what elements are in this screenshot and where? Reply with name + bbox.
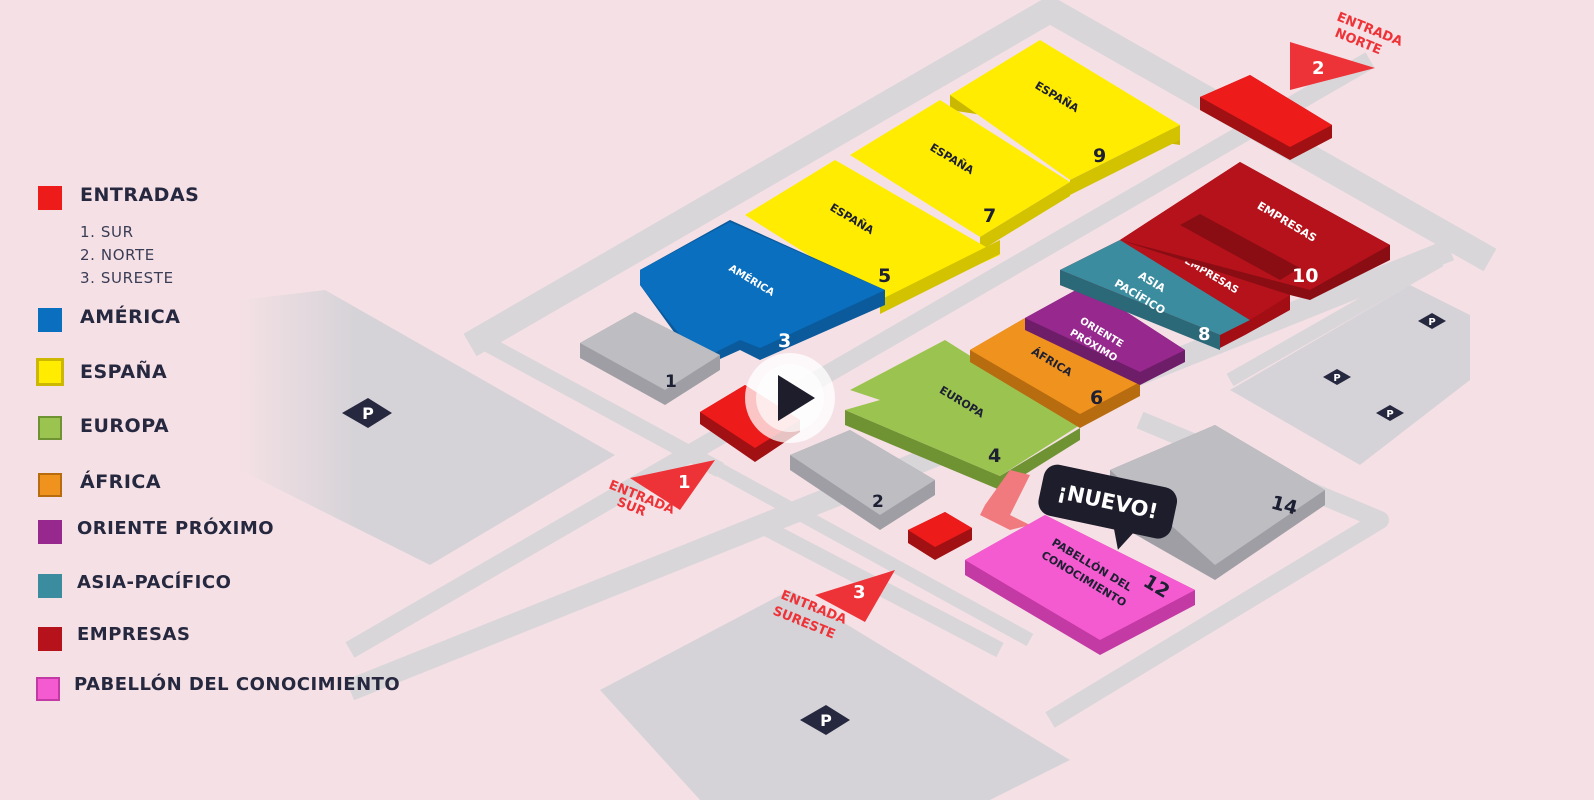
pavilion-7[interactable]: ESPAÑA 7 (850, 100, 1070, 251)
pavilion-6[interactable]: ÁFRICA 6 (970, 318, 1140, 428)
legend-swatch-empresas (38, 627, 62, 651)
parking-icon: P (1376, 405, 1404, 421)
legend-label-entradas: ENTRADAS (80, 184, 200, 206)
legend-label-conocimiento: PABELLÓN DEL CONOCIMIENTO (74, 674, 401, 695)
pavilion-4[interactable]: EUROPA 4 (845, 340, 1080, 490)
svg-text:2: 2 (872, 492, 884, 512)
entrance-block-sureste (908, 512, 972, 560)
entrance-marker-sur[interactable]: 1 ENTRADA SUR (607, 460, 715, 520)
pavilion-3[interactable]: AMÉRICA 3 (640, 220, 885, 368)
legend-label-asia: ASIA-PACÍFICO (77, 572, 232, 593)
legend-swatch-asia (38, 574, 62, 598)
parking-icon: P (1418, 313, 1446, 329)
pavilion-14[interactable]: 14 (1110, 425, 1325, 580)
legend-swatch-entradas (38, 186, 62, 210)
play-button[interactable] (745, 353, 835, 443)
legend-entrance-2: 2. NORTE (80, 246, 155, 264)
svg-text:3: 3 (853, 582, 866, 603)
pavilion-1[interactable]: 1 (580, 312, 720, 405)
svg-text:1: 1 (678, 472, 691, 493)
parking-icon: P (800, 705, 850, 735)
svg-text:P: P (1428, 317, 1435, 328)
parking-icon: P (1323, 369, 1351, 385)
svg-text:P: P (820, 711, 832, 730)
legend-swatch-oriente (38, 520, 62, 544)
parking-areas (235, 280, 1470, 800)
legend-label-africa: ÁFRICA (80, 471, 162, 493)
svg-text:8: 8 (1198, 324, 1211, 345)
connector (980, 470, 1030, 530)
svg-text:7: 7 (983, 205, 996, 227)
entrance-block-norte (1200, 75, 1332, 160)
legend-entrance-3: 3. SURESTE (80, 269, 174, 287)
legend-label-empresas: EMPRESAS (77, 624, 191, 645)
parking-icon: P (342, 398, 392, 428)
svg-text:1: 1 (665, 372, 677, 392)
svg-text:6: 6 (1090, 387, 1103, 409)
legend-label-europa: EUROPA (80, 415, 170, 437)
svg-text:9: 9 (1093, 145, 1106, 167)
svg-text:3: 3 (778, 330, 791, 352)
play-icon (778, 375, 815, 421)
legend-swatch-europa (38, 416, 62, 440)
pavilion-12[interactable]: PABELLÓN DEL CONOCIMIENTO 12 (965, 515, 1195, 655)
legend-swatch-conocimiento (36, 677, 60, 701)
legend-label-america: AMÉRICA (80, 306, 181, 328)
svg-text:10: 10 (1292, 265, 1318, 287)
legend-label-oriente: ORIENTE PRÓXIMO (77, 518, 275, 539)
legend-swatch-africa (38, 473, 62, 497)
svg-text:P: P (362, 404, 374, 423)
svg-text:P: P (1333, 373, 1340, 384)
legend-label-espana: ESPAÑA (80, 361, 168, 383)
svg-text:2: 2 (1312, 58, 1325, 79)
svg-text:P: P (1386, 409, 1393, 420)
legend-swatch-america (38, 308, 62, 332)
pavilion-5[interactable]: ESPAÑA 5 (745, 160, 1000, 314)
pavilion-9[interactable]: ESPAÑA 9 (950, 40, 1180, 195)
legend: ENTRADAS 1. SUR 2. NORTE 3. SURESTE AMÉR… (0, 0, 470, 800)
pavilion-2[interactable]: 2 (790, 430, 935, 530)
svg-text:4: 4 (988, 445, 1001, 467)
svg-text:5: 5 (878, 265, 891, 287)
nuevo-badge: ¡NUEVO! (1038, 464, 1178, 550)
legend-entrance-1: 1. SUR (80, 223, 134, 241)
legend-swatch-espana (36, 358, 64, 386)
pavilion-10[interactable]: EMPRESAS 10 (1120, 162, 1390, 300)
